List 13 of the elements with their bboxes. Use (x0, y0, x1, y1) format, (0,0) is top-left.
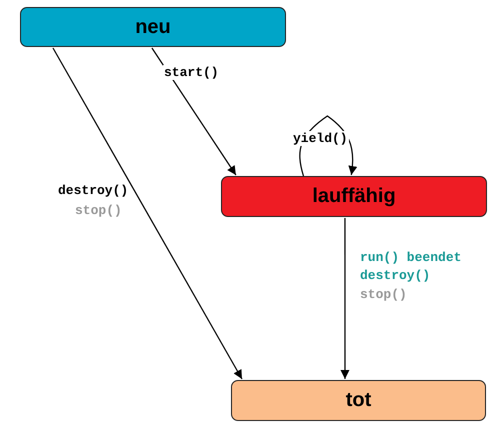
arrow (340, 218, 350, 379)
state-box (221, 176, 487, 217)
edge-label: run() beendet (359, 250, 462, 265)
state-name: lauffähig (312, 185, 396, 208)
method-label: stop() (359, 287, 408, 302)
state-box (231, 380, 486, 421)
arrow (151, 48, 236, 176)
edge-label: yield() (292, 131, 349, 146)
method-label: stop() (74, 203, 123, 218)
state-box (20, 7, 286, 47)
state-name: tot (346, 389, 372, 412)
state-name: neu (135, 16, 171, 38)
arrow (52, 48, 242, 380)
